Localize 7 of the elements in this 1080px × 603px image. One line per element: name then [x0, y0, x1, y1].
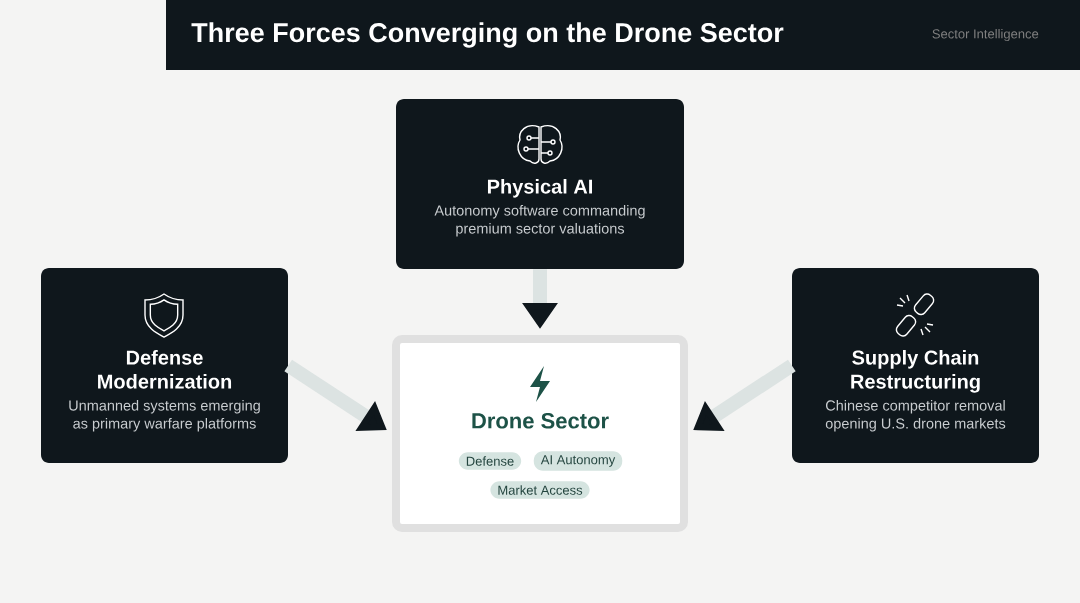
tag-pill: Market Access: [490, 481, 590, 499]
force-card: Physical AI Autonomy software commanding premium sector valuations: [396, 99, 684, 269]
title: Three Forces Converging on the Drone Sector: [191, 22, 784, 48]
tagline: Sector Intelligence: [932, 28, 1039, 42]
force-card: Supply Chain Restructuring Chinese competitor removal opening U.S. drone markets: [792, 268, 1039, 463]
tag-pill: AI Autonomy: [533, 451, 623, 471]
force-card: Defense Modernization Unmanned systems emerging as primary warfare platforms: [41, 268, 288, 463]
